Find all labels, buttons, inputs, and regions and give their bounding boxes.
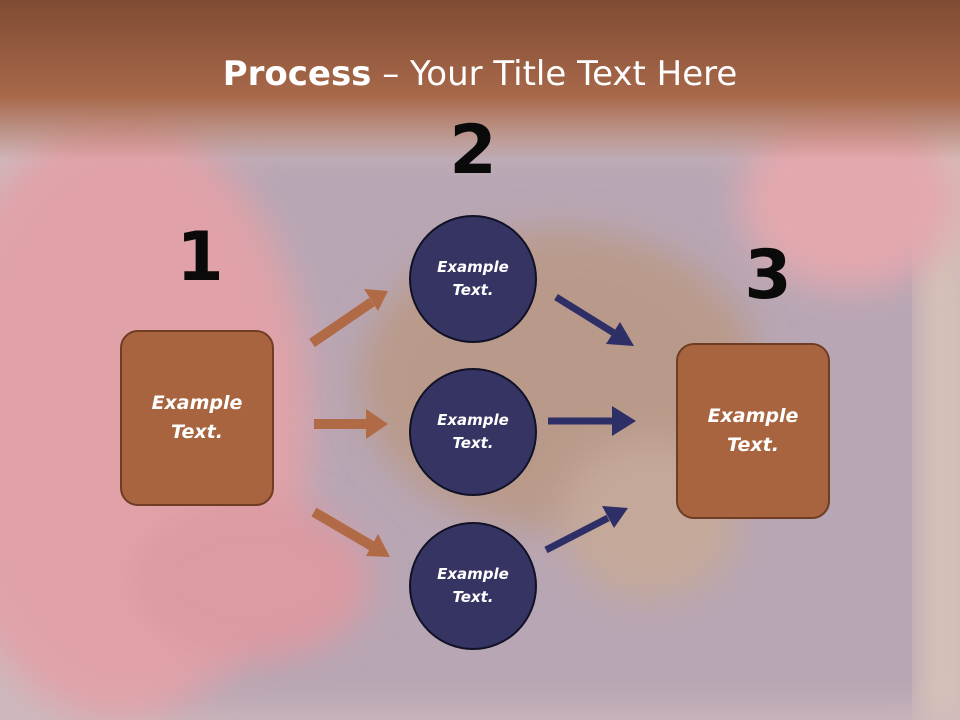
circle-middle-text: Example Text. [437,411,509,452]
step-1-box: Example Text. [120,330,274,506]
title-rest: – Your Title Text Here [371,54,738,94]
step-3-box: Example Text. [676,343,830,519]
step-number-3: 3 [744,236,792,315]
step-2-circle-bottom: Example Text. [409,522,537,650]
step-number-2: 2 [449,111,497,190]
title-band [0,0,960,160]
step-2-circle-top: Example Text. [409,215,537,343]
circle-top-text: Example Text. [437,258,509,299]
slide-title: Process – Your Title Text Here [0,52,960,96]
step-number-1: 1 [176,218,224,297]
step-3-text: Example Text. [707,405,799,456]
step-2-circle-middle: Example Text. [409,368,537,496]
circle-bottom-text: Example Text. [437,565,509,606]
step-1-text: Example Text. [151,392,243,443]
title-bold: Process [222,54,372,94]
